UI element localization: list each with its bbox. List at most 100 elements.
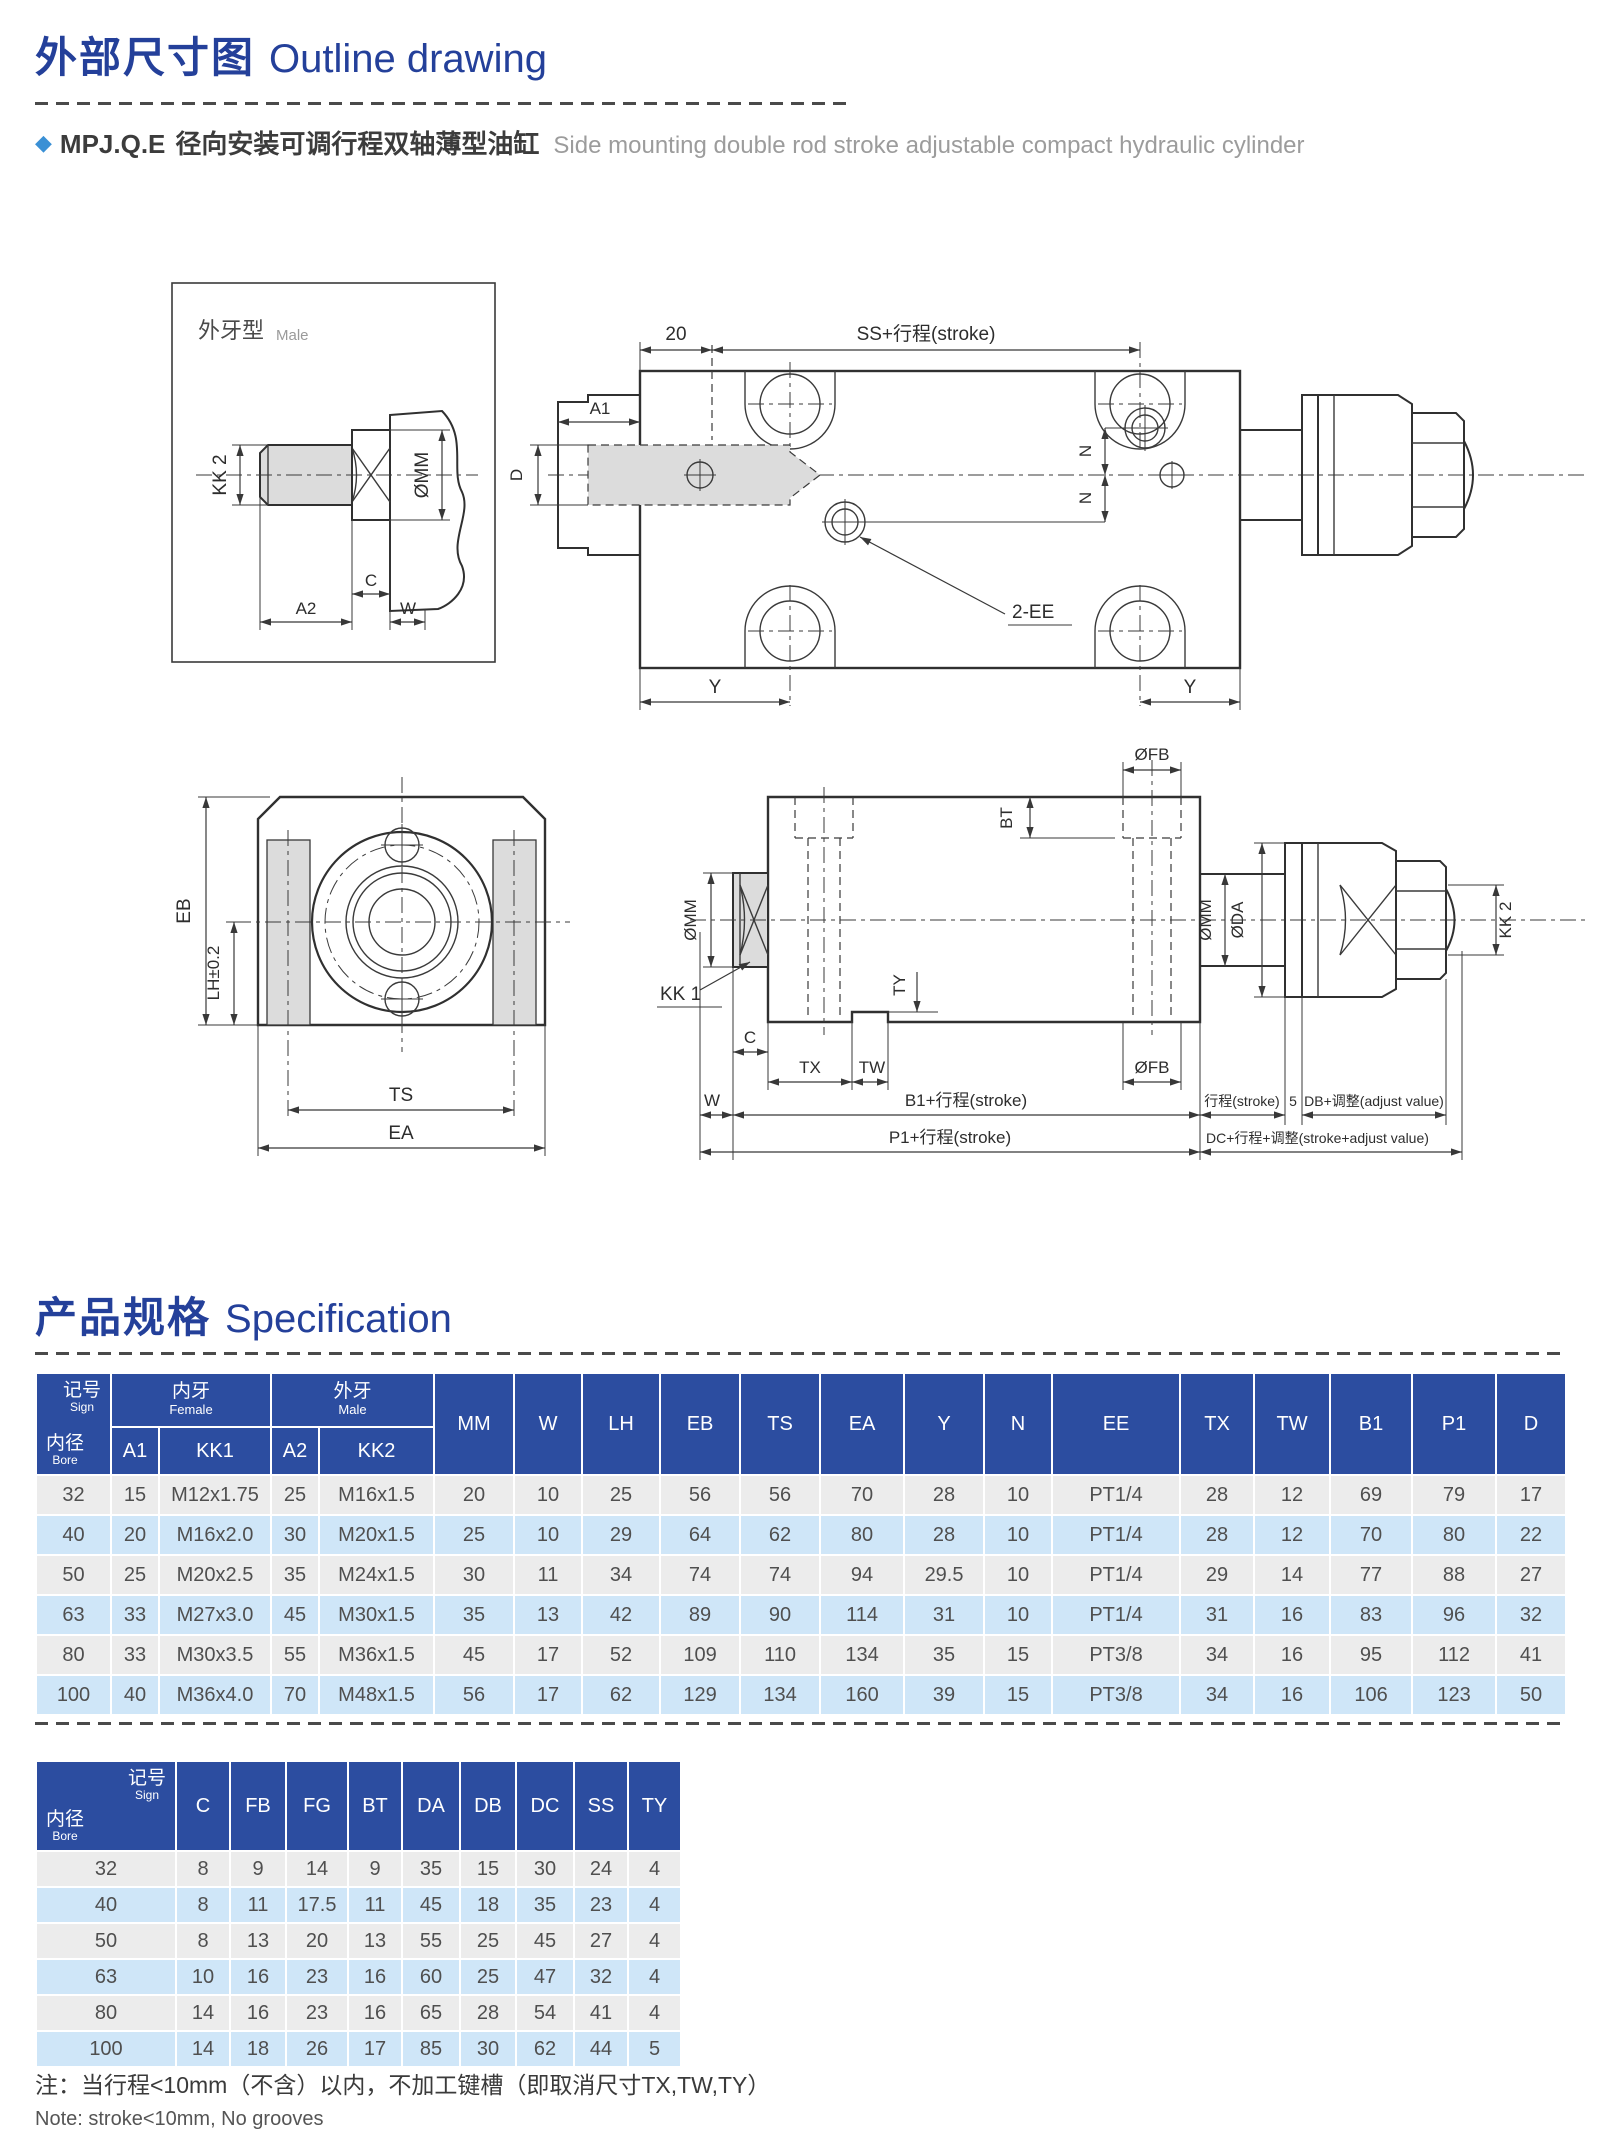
table-cell: 17 (513, 1674, 584, 1716)
table-cell: M27x3.0 (157, 1594, 273, 1636)
table-cell: 15 (459, 1850, 517, 1888)
dim-lh-label: LH±0.2 (204, 946, 223, 1001)
col-header-n: N (983, 1372, 1054, 1476)
table-cell: PT1/4 (1051, 1554, 1182, 1596)
table-cell: 35 (401, 1850, 461, 1888)
table-cell: 80 (35, 1994, 177, 2032)
footnote: 注：当行程<10mm（不含）以内，不加工键槽（即取消尺寸TX,TW,TY） No… (35, 2066, 770, 2131)
dim-y-left-label: Y (709, 677, 722, 698)
table-cell: 16 (1253, 1594, 1332, 1636)
table-cell: M16x1.5 (318, 1474, 436, 1516)
table-cell: 25 (270, 1474, 321, 1516)
dim-d-label: D (507, 469, 526, 481)
corner2-bore-en: Bore (52, 1829, 78, 1844)
col2-header-fb: FB (229, 1760, 287, 1852)
table-cell: 62 (581, 1674, 662, 1716)
col-header-eb: EB (659, 1372, 742, 1476)
table-cell: 14 (285, 1850, 349, 1888)
table-cell: 16 (347, 1994, 403, 2032)
spec-title-zh: 产品规格 (35, 1294, 212, 1341)
table-cell: 100 (35, 1674, 112, 1716)
table-cell: 114 (819, 1594, 906, 1636)
col-header-tx: TX (1179, 1372, 1256, 1476)
col2-header-dc: DC (515, 1760, 575, 1852)
table-cell: 112 (1411, 1634, 1498, 1676)
table-cell: 40 (110, 1674, 160, 1716)
table-cell: 17 (347, 2030, 403, 2068)
label-kk1: KK 1 (660, 984, 701, 1005)
footnote-zh: 注：当行程<10mm（不含）以内，不加工键槽（即取消尺寸TX,TW,TY） (35, 2072, 771, 2098)
page-title: 外部尺寸图 Outline drawing (35, 24, 547, 85)
dim-n-upper-label: N (1076, 445, 1095, 457)
dim-kk2-label: KK 2 (210, 454, 231, 495)
table-cell: 160 (819, 1674, 906, 1716)
table-cell: PT3/8 (1051, 1634, 1182, 1676)
table-cell: 41 (573, 1994, 629, 2032)
table-cell: 96 (1411, 1594, 1498, 1636)
table-cell: 26 (285, 2030, 349, 2068)
table-cell: 16 (229, 1958, 287, 1996)
table-cell: PT1/4 (1051, 1474, 1182, 1516)
view-front: EB LH±0.2 TS EA (174, 777, 570, 1156)
table-cell: 70 (270, 1674, 321, 1716)
table-cell: 10 (983, 1594, 1054, 1636)
table-cell: 100 (35, 2030, 177, 2068)
table-cell: 16 (347, 1958, 403, 1996)
table-cell: 35 (515, 1886, 575, 1924)
table-cell: 10 (513, 1514, 584, 1556)
table-cell: 34 (1179, 1674, 1256, 1716)
table-cell: 30 (515, 1850, 575, 1888)
col2-header-fg: FG (285, 1760, 349, 1852)
table-cell: 4 (627, 1922, 682, 1960)
dim-mm-label: ØMM (412, 452, 433, 498)
spec-divider (35, 1352, 1565, 1355)
table-cell: 28 (1179, 1514, 1256, 1556)
title-divider (35, 102, 847, 105)
table-cell: 79 (1411, 1474, 1498, 1516)
corner2-bore-zh: 内径 (46, 1809, 85, 1831)
table-cell: 16 (1253, 1674, 1332, 1716)
table-cell: M30x1.5 (318, 1594, 436, 1636)
col-header-a2: A2 (270, 1426, 321, 1476)
view-male-detail: 外牙型 Male KK 2 ØMM C (171, 282, 496, 663)
table-cell: 27 (1495, 1554, 1568, 1596)
dim-ts-label: TS (389, 1085, 413, 1106)
table-cell: 30 (270, 1514, 321, 1556)
product-name-zh: 径向安装可调行程双轴薄型油缸 (175, 129, 540, 159)
table-cell: 55 (401, 1922, 461, 1960)
col2-header-ty: TY (627, 1760, 682, 1852)
table-cell: 80 (35, 1634, 112, 1676)
table-cell: 28 (903, 1514, 986, 1556)
table-cell: 89 (659, 1594, 742, 1636)
table-cell: 10 (513, 1474, 584, 1516)
table-cell: 24 (573, 1850, 629, 1888)
table-cell: 52 (581, 1634, 662, 1676)
corner2-sign-zh: 记号 (127, 1768, 166, 1789)
table-cell: M12x1.75 (157, 1474, 273, 1516)
table-cell: 56 (433, 1674, 516, 1716)
dim-a2-label: A2 (296, 599, 317, 618)
table-cell: 77 (1329, 1554, 1414, 1596)
table-cell: 25 (581, 1474, 662, 1516)
table-cell: 35 (903, 1634, 986, 1676)
table-cell: M48x1.5 (318, 1674, 436, 1716)
dim-w-label: W (400, 599, 416, 618)
table-cell: 129 (659, 1674, 742, 1716)
table-cell: M24x1.5 (318, 1554, 436, 1596)
dim-tx-label: TX (799, 1058, 821, 1077)
view-male-title-zh: 外牙型 (198, 318, 264, 343)
dim-y-right-label: Y (1184, 677, 1197, 698)
table-cell: 106 (1329, 1674, 1414, 1716)
table-cell: 12 (1253, 1474, 1332, 1516)
table-cell: 27 (573, 1922, 629, 1960)
label-2ee: 2-EE (1012, 602, 1054, 623)
col-header-lh: LH (581, 1372, 662, 1476)
table-cell: 55 (270, 1634, 321, 1676)
table-cell: 45 (270, 1594, 321, 1636)
